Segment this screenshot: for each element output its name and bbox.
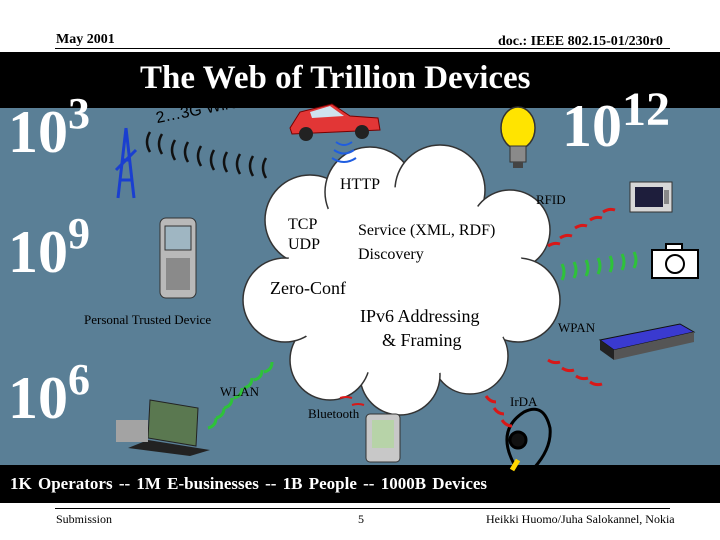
irda-label: IrDA <box>510 394 537 410</box>
camera-icon <box>652 244 698 278</box>
headset-icon <box>507 409 550 470</box>
framing-label: & Framing <box>382 330 462 351</box>
antenna-tower-icon <box>116 128 136 198</box>
udp-label: UDP <box>288 236 320 254</box>
http-label: HTTP <box>340 176 380 194</box>
irda-waves <box>486 396 512 426</box>
power-1e12: 1012 <box>562 96 670 156</box>
scale-statement: 1K Operators -- 1M E-businesses -- 1B Pe… <box>10 474 487 494</box>
ipv6-label: IPv6 Addressing <box>360 306 480 327</box>
footer-rule <box>55 508 670 509</box>
discovery-label: Discovery <box>358 246 424 264</box>
wpan-label: WPAN <box>558 320 595 336</box>
footer-page-number: 5 <box>358 512 364 527</box>
pda-icon <box>366 414 400 462</box>
footer-authors: Heikki Huomo/Juha Salokannel, Nokia <box>486 512 675 527</box>
power-1e9: 109 <box>8 222 90 282</box>
mobile-phone-icon <box>160 218 196 298</box>
zeroconf-label: Zero-Conf <box>270 278 346 299</box>
access-point-icon <box>600 324 694 360</box>
light-bulb-icon <box>501 107 535 168</box>
ptd-label: Personal Trusted Device <box>84 312 211 328</box>
tcp-label: TCP <box>288 216 317 234</box>
laptop-shadow <box>116 420 148 442</box>
bluetooth-label: Bluetooth <box>308 406 359 422</box>
rfid-label: RFID <box>536 192 566 208</box>
rfid-waves <box>548 209 615 246</box>
television-icon <box>630 182 672 212</box>
power-1e3: 103 <box>8 102 90 162</box>
service-label: Service (XML, RDF) <box>358 222 495 240</box>
car-icon <box>290 104 380 141</box>
slide-title: The Web of Trillion Devices <box>140 60 531 97</box>
wlan-label: WLAN <box>220 384 259 400</box>
wpan-waves <box>548 360 602 385</box>
cellular-waves <box>147 132 266 178</box>
camera-waves <box>562 252 636 280</box>
footer-submission: Submission <box>56 512 112 527</box>
power-1e6: 106 <box>8 368 90 428</box>
